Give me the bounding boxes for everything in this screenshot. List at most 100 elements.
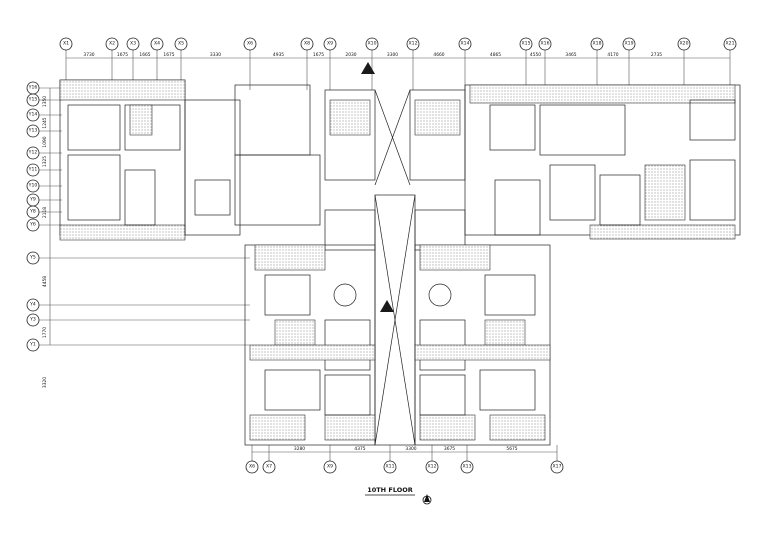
top-dimension-value: 1675 [163,52,174,58]
grid-bubble-left: Y14 [26,108,40,122]
grid-bubble-bottom: X9 [323,460,337,474]
grid-bubble-top-label: X20 [680,41,689,47]
grid-bubble-left: Y8 [26,205,40,219]
grid-bubble-left-label: Y6 [29,222,36,228]
top-dimension-value: 4935 [273,52,284,58]
grid-bubble-top: X14 [458,37,472,51]
grid-bubble-left-label: Y11 [28,167,38,173]
grid-bubble-left: Y15 [26,93,40,107]
top-grid-bubbles: X1 X2 X3 X4 X5 X6 X8 X9 X10 X12 X14 X15 X16 X18 X19 X20… [59,37,737,51]
top-dimension-value: 3300 [387,52,398,58]
grid-bubble-top-label: X3 [130,41,136,47]
grid-bubble-top: X8 [300,37,314,51]
top-dimension-value: 4865 [490,52,501,58]
grid-bubble-top-label: X6 [247,41,253,47]
grid-bubble-left-label: Y8 [29,209,36,215]
bottom-dimension-value: 5675 [506,446,517,452]
grid-bubble-top-label: X14 [461,41,470,47]
grid-bubble-bottom: X7 [262,460,276,474]
top-dimension-value: 1665 [139,52,150,58]
grid-bubble-left: Y12 [26,146,40,160]
bottom-dimension-value: 3300 [405,446,416,452]
drawing-title: 10TH FLOOR [367,486,413,494]
grid-bubble-left-label: Y3 [29,317,36,323]
grid-bubble-left-label: Y16 [28,85,38,91]
grid-bubble-bottom-label: X6 [249,464,255,470]
grid-bubble-bottom: X17 [550,460,564,474]
grid-bubble-bottom: X13 [460,460,474,474]
top-dimension-value: 4550 [530,52,541,58]
grid-bubble-left: Y4 [26,298,40,312]
top-dimension-value: 4170 [607,52,618,58]
grid-bubble-top: X9 [323,37,337,51]
grid-bubble-left-label: Y13 [28,128,38,134]
grid-bubble-left: Y1 [26,338,40,352]
grid-bubble-top: X4 [150,37,164,51]
grid-bubble-top: X21 [723,37,737,51]
section-marker-top [361,62,375,74]
left-dimension-value: 1245 [42,117,48,128]
left-dimension-value: 1325 [42,156,48,167]
grid-bubble-top: X20 [677,37,691,51]
bottom-dimension-value: 3675 [444,446,455,452]
grid-bubble-bottom-label: X9 [327,464,333,470]
grid-bubble-top: X15 [519,37,533,51]
grid-bubble-top-label: X9 [327,41,333,47]
grid-bubble-top-label: X16 [541,41,550,47]
grid-bubble-bottom: X11 [383,460,397,474]
grid-bubble-top-label: X1 [63,41,69,47]
grid-bubble-left-label: Y10 [28,183,38,189]
grid-bubble-top: X18 [590,37,604,51]
top-dimension-value: 1675 [313,52,324,58]
grid-bubble-top-label: X2 [109,41,115,47]
grid-bubble-top: X16 [538,37,552,51]
left-dimension-value: 3320 [42,377,48,388]
bottom-dimension-string: 3280 4375 3300 3675 5675 [294,446,518,452]
grid-bubble-top-label: X10 [368,41,377,47]
grid-bubble-top-label: X12 [409,41,418,47]
bottom-dimension-value: 3280 [294,446,305,452]
top-dimension-value: 3465 [565,52,576,58]
grid-bubble-bottom-label: X13 [463,464,472,470]
grid-bubble-bottom-label: X7 [266,464,272,470]
grid-bubble-left-label: Y9 [29,197,36,203]
grid-bubble-top-label: X18 [593,41,602,47]
grid-bubble-top: X12 [406,37,420,51]
grid-bubble-top-label: X5 [178,41,184,47]
grid-bubble-bottom-label: X11 [386,464,395,470]
grid-bubble-left: Y9 [26,193,40,207]
left-dimension-value: 1090 [42,136,48,147]
grid-bubble-left-label: Y4 [29,302,36,308]
grid-bubble-top-label: X19 [625,41,634,47]
top-dimension-value: 3330 [210,52,221,58]
grid-bubble-top-label: X4 [154,41,160,47]
building-outline [59,79,741,446]
grid-bubble-top: X1 [59,37,73,51]
grid-bubble-left-label: Y5 [29,255,36,261]
grid-bubble-top: X3 [126,37,140,51]
bottom-dimension-value: 4375 [354,446,365,452]
grid-bubble-top-label: X8 [304,41,310,47]
left-dimension-value: 2118 [42,207,48,218]
grid-bubble-left: Y6 [26,218,40,232]
grid-bubble-left: Y16 [26,81,40,95]
grid-bubble-left-label: Y1 [29,342,36,348]
top-dimension-value: 4660 [433,52,444,58]
grid-bubble-top-label: X15 [522,41,531,47]
north-arrow-icon [422,494,432,505]
section-marker-lower [380,300,394,312]
grid-bubble-top: X2 [105,37,119,51]
grid-bubble-left: Y5 [26,251,40,265]
grid-bubble-top: X6 [243,37,257,51]
top-dimension-value: 3730 [83,52,94,58]
left-dimension-value: 4458 [42,276,48,287]
grid-bubble-top-label: X21 [726,41,735,47]
grid-bubble-bottom-label: X17 [553,464,562,470]
grid-bubble-left: Y13 [26,124,40,138]
top-dimension-value: 2735 [651,52,662,58]
grid-bubble-top: X19 [622,37,636,51]
